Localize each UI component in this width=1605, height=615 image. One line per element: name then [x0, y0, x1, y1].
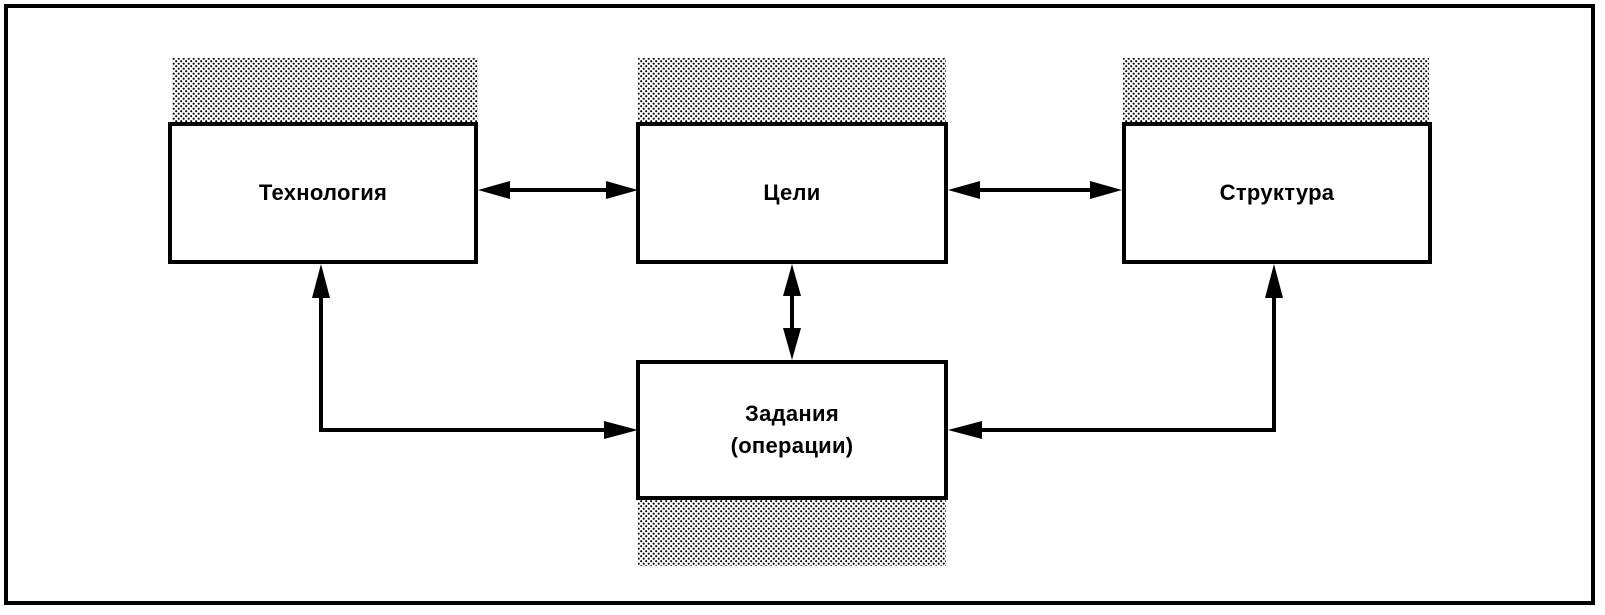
technology-label: Технология: [258, 180, 388, 206]
arrow-head-technology-up: [312, 264, 330, 298]
technology-box: Технология: [168, 122, 478, 264]
arrow-head-goals-right: [948, 181, 980, 199]
goals-label: Цели: [763, 180, 821, 206]
connector-structure-tasks: [970, 288, 1276, 432]
tasks-box: Задания (операции): [636, 360, 948, 500]
technology-shadow: [172, 58, 478, 124]
connector-technology-tasks: [319, 294, 616, 432]
arrow-head-tasks-left: [604, 421, 638, 439]
diagram-frame: [4, 4, 1595, 605]
goals-shadow: [638, 58, 946, 124]
tasks-shadow: [638, 496, 946, 566]
tasks-label: Задания (операции): [730, 401, 854, 458]
arrow-head-structure-left: [1090, 181, 1122, 199]
goals-box: Цели: [636, 122, 948, 264]
arrow-head-structure-up: [1265, 264, 1283, 298]
structure-shadow: [1123, 58, 1429, 124]
structure-label: Структура: [1219, 180, 1335, 206]
arrow-head-goals-down: [783, 264, 801, 296]
arrow-head-tasks-right: [948, 421, 982, 439]
structure-box: Структура: [1122, 122, 1432, 264]
arrow-head-technology: [478, 181, 510, 199]
arrow-head-goals-left: [606, 181, 638, 199]
arrow-head-tasks-up: [783, 328, 801, 360]
